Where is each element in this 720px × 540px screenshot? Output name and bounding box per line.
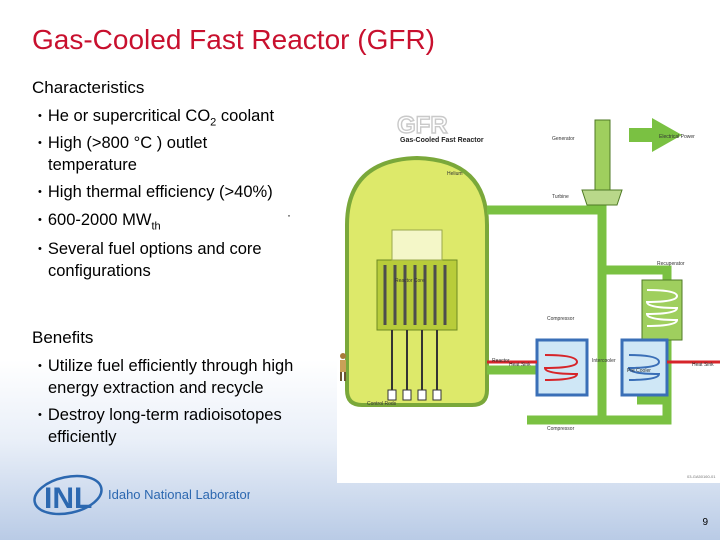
bullet-utilize-fuel: •Utilize fuel efficiently through high e… bbox=[38, 357, 294, 397]
diagram-fine-print: 03-GA50160-01 bbox=[687, 474, 716, 479]
heat-sink-label-left: Heat Sink bbox=[509, 362, 531, 368]
turbine bbox=[581, 189, 623, 206]
turbine-shaft bbox=[594, 119, 611, 201]
stray-mark: · bbox=[287, 208, 291, 222]
inl-logo-mark: INL Idaho National Laboratory bbox=[33, 474, 258, 516]
inl-name: Idaho National Laboratory bbox=[108, 487, 250, 502]
generator-label: Generator bbox=[552, 136, 575, 142]
bullet-efficiency: •High thermal efficiency (>40%) bbox=[38, 183, 273, 201]
bullet-outlet-temp: •High (>800 °C ) outlet temperature bbox=[38, 134, 208, 174]
intercooler-label: Intercooler bbox=[592, 358, 616, 364]
helium-label: Helium bbox=[447, 171, 463, 177]
reactor-label: Reactor bbox=[492, 358, 510, 364]
inl-logo: INL Idaho National Laboratory bbox=[30, 467, 258, 524]
gfr-diagram: GFR Gas-Cooled Fast Reactor bbox=[337, 100, 720, 483]
gfr-subtitle: Gas-Cooled Fast Reactor bbox=[400, 137, 484, 144]
control-rods-label: Control Rods bbox=[367, 401, 397, 407]
gfr-schematic: GFR Gas-Cooled Fast Reactor bbox=[345, 111, 720, 479]
compressor-label-bottom: Compressor bbox=[547, 426, 575, 432]
recuperator-label: Recuperator bbox=[657, 261, 685, 267]
person-scale-icon bbox=[340, 353, 346, 381]
turbine-label: Turbine bbox=[552, 194, 569, 200]
reactor-core-label: Reactor Core bbox=[395, 278, 425, 284]
gfr-logo-text: GFR bbox=[397, 112, 448, 139]
page-number: 9 bbox=[702, 517, 708, 528]
control-rods bbox=[391, 330, 438, 390]
pre-cooler-label: Pre Cooler bbox=[627, 368, 651, 374]
bullet-power: •600-2000 MWth bbox=[38, 211, 161, 233]
slide-title: Gas-Cooled Fast Reactor (GFR) bbox=[32, 24, 435, 55]
electrical-power-arrow bbox=[629, 118, 682, 152]
characteristics-heading: Characteristics bbox=[32, 78, 145, 97]
electrical-power-label: Electrical Power bbox=[659, 134, 695, 140]
benefits-heading: Benefits bbox=[32, 328, 94, 347]
fuel-rods bbox=[383, 265, 447, 325]
bullet-destroy-radioisotopes: •Destroy long-term radioisotopes efficie… bbox=[38, 406, 282, 446]
bullet-fuel-options: •Several fuel options and core configura… bbox=[38, 240, 262, 280]
heat-sink-label-right: Heat Sink bbox=[692, 362, 714, 368]
bullet-coolant: •He or supercritical CO2 coolant bbox=[38, 107, 275, 129]
inl-acronym: INL bbox=[44, 482, 92, 515]
compressor-label-top: Compressor bbox=[547, 316, 575, 322]
